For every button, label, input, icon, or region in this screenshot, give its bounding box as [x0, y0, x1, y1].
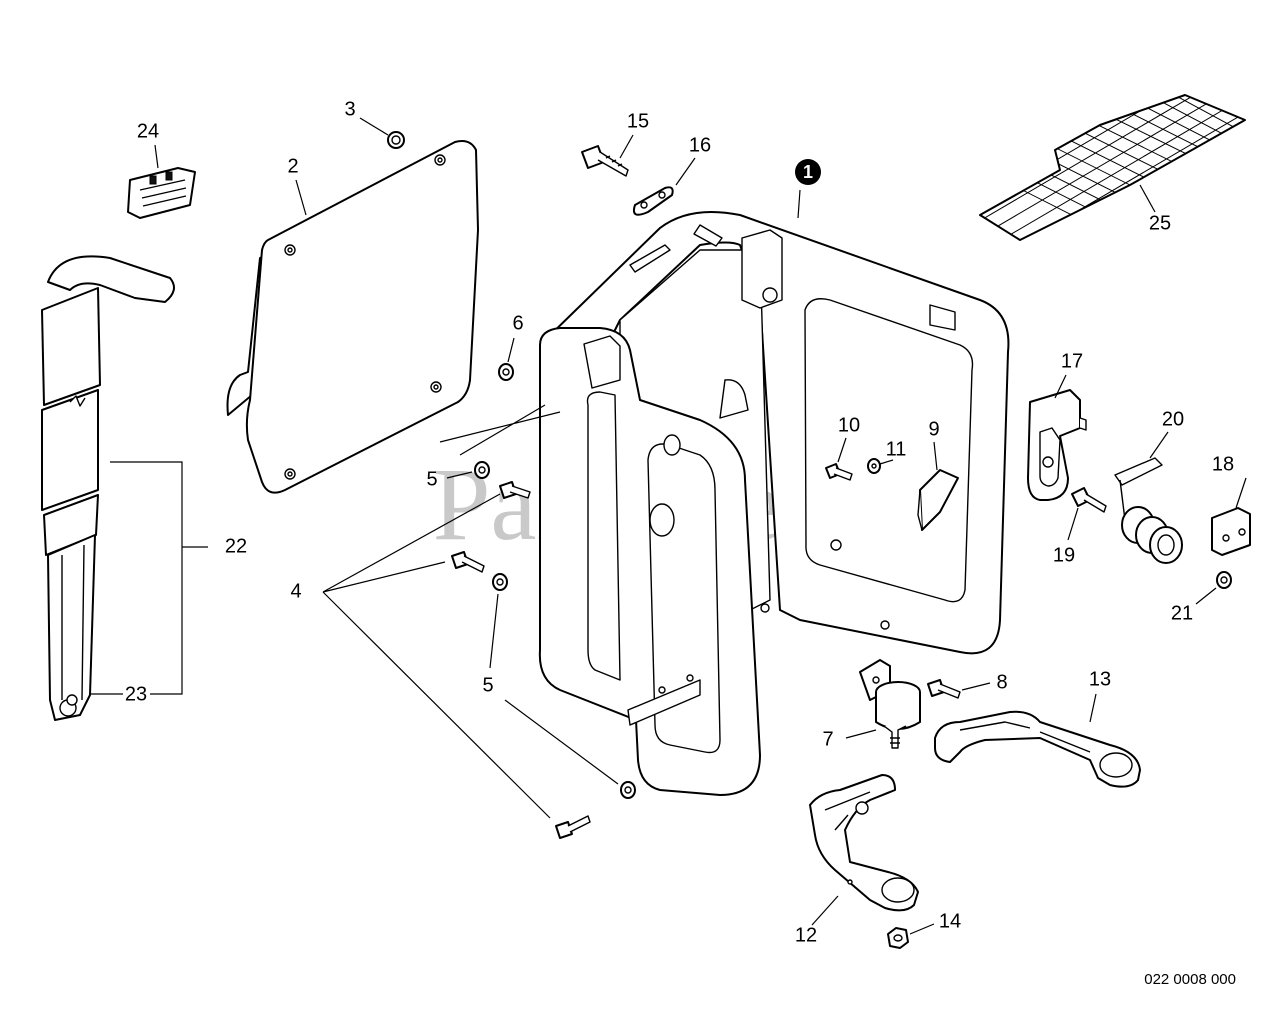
- diagram-code: 022 0008 000: [1144, 971, 1236, 988]
- callout-2: 2: [287, 155, 298, 177]
- part-8-screw[interactable]: [927, 679, 961, 699]
- part-5-washer-c[interactable]: [620, 781, 636, 799]
- part-19-bolt[interactable]: [1071, 487, 1107, 513]
- part-11-washer[interactable]: [867, 458, 881, 474]
- part-4-bolt-b[interactable]: [451, 551, 485, 573]
- callout-15: 15: [627, 110, 649, 132]
- callout-23: 23: [125, 683, 147, 705]
- part-16-link-plate[interactable]: [632, 186, 674, 216]
- callout-6: 6: [512, 312, 523, 334]
- part-3-grommet[interactable]: [387, 131, 405, 149]
- callout-4: 4: [290, 580, 301, 602]
- part-10-screw[interactable]: [825, 463, 853, 481]
- part-4-bolt-a[interactable]: [499, 481, 531, 499]
- part-15-bolt[interactable]: [581, 145, 629, 177]
- callout-17: 17: [1061, 350, 1083, 372]
- part-20-spring[interactable]: [1114, 457, 1183, 564]
- callout-1-badge: [795, 159, 821, 185]
- part-12-handle[interactable]: [809, 774, 919, 912]
- part-25-step-plate[interactable]: [870, 20, 1280, 310]
- callout-19: 19: [1053, 544, 1075, 566]
- callout-5a: 5: [426, 468, 437, 490]
- part-4-bolt-c[interactable]: [555, 815, 591, 839]
- callout-8: 8: [996, 671, 1007, 693]
- callout-18: 18: [1212, 453, 1234, 475]
- callout-12: 12: [795, 924, 817, 946]
- part-5-washer-b[interactable]: [492, 573, 508, 591]
- callout-14: 14: [939, 910, 961, 932]
- part-13-handle[interactable]: [934, 710, 1141, 788]
- callout-20: 20: [1162, 408, 1184, 430]
- part-6-washer[interactable]: [498, 363, 514, 381]
- part-14-nut[interactable]: [887, 927, 909, 949]
- part-17-hook-latch[interactable]: [1027, 389, 1087, 501]
- callout-11: 11: [886, 438, 907, 460]
- part-18-bracket[interactable]: [1211, 507, 1251, 556]
- part-22-shoulder-strap[interactable]: [41, 255, 175, 721]
- part-21-washer[interactable]: [1216, 571, 1232, 589]
- callout-24: 24: [137, 120, 159, 142]
- part-2-cover-plate[interactable]: [226, 140, 479, 494]
- callout-10: 10: [838, 414, 860, 436]
- part-5-washer-a[interactable]: [474, 461, 490, 479]
- callout-1: 1: [803, 162, 813, 182]
- part-24-clip[interactable]: [127, 167, 196, 219]
- callout-21: 21: [1171, 602, 1193, 624]
- part-7-rubber-mount[interactable]: [859, 659, 921, 749]
- callout-7: 7: [822, 728, 833, 750]
- callout-25: 25: [1149, 212, 1171, 234]
- callout-3: 3: [344, 98, 355, 120]
- callout-5b: 5: [482, 674, 493, 696]
- part-9-bracket[interactable]: [917, 469, 959, 531]
- callout-13: 13: [1089, 668, 1111, 690]
- callout-9: 9: [928, 418, 939, 440]
- part-1-main-frame[interactable]: [538, 210, 1010, 796]
- callout-22: 22: [225, 535, 247, 557]
- callout-16: 16: [689, 134, 711, 156]
